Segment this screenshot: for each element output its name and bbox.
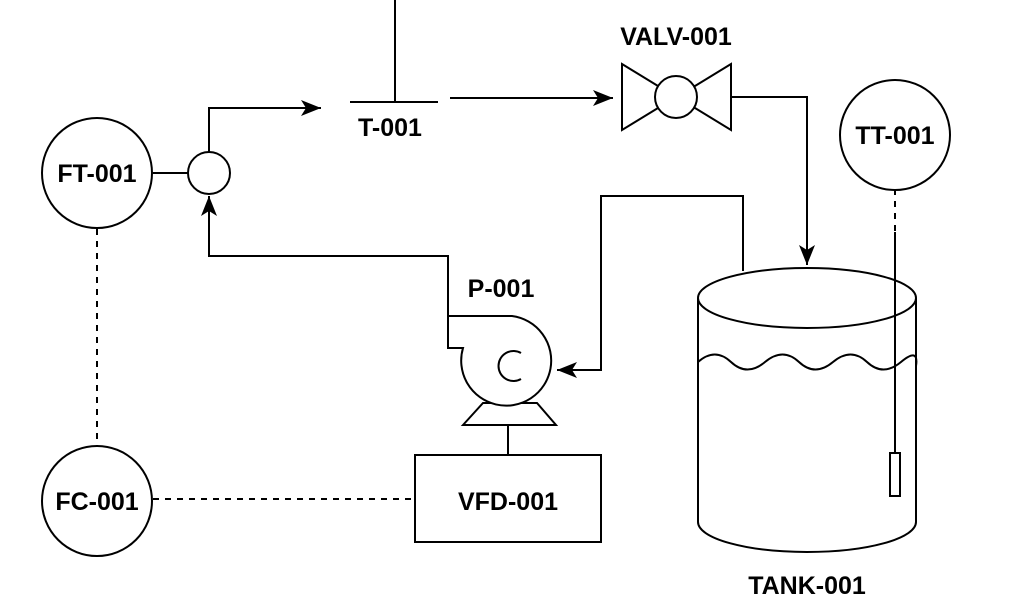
fc-instrument[interactable]: FC-001 [41, 445, 153, 557]
tank-label: TANK-001 [748, 572, 866, 600]
tt-bubble [839, 79, 951, 191]
valve-to-tank-line [732, 96, 815, 265]
tt-probe-icon [889, 452, 901, 497]
ft-bubble [41, 117, 153, 229]
tt-label: TT-001 [855, 122, 934, 150]
tank-to-pump-line [557, 195, 744, 378]
vfd[interactable]: VFD-001 [414, 454, 602, 543]
pump-to-junction-line [201, 196, 449, 348]
vfd-label: VFD-001 [458, 488, 558, 516]
valve[interactable]: VALV-001 [620, 23, 732, 132]
valve-actuator-icon [654, 75, 698, 119]
fc-bubble [41, 445, 153, 557]
valve-label: VALV-001 [620, 23, 732, 51]
ft-instrument[interactable]: FT-001 [41, 117, 153, 229]
tank-liquid-level-icon [697, 353, 918, 371]
junction-node [187, 151, 231, 195]
junction-to-tee-line [208, 100, 321, 152]
pump-impeller-icon [497, 350, 522, 382]
valve-body-icon-right [675, 62, 732, 132]
pump-label: P-001 [468, 275, 535, 303]
tee-label: T-001 [358, 114, 422, 142]
tank-body-icon [697, 298, 917, 553]
fc-label: FC-001 [55, 488, 138, 516]
valve-body-icon [621, 62, 678, 132]
tank-top-icon [697, 267, 917, 329]
vfd-box [414, 454, 602, 543]
ft-label: FT-001 [57, 160, 136, 188]
pump-base-icon [460, 402, 559, 426]
pump[interactable]: P-001 [447, 275, 559, 426]
tt-instrument[interactable]: TT-001 [839, 79, 951, 191]
tank[interactable]: TANK-001 [697, 232, 918, 600]
